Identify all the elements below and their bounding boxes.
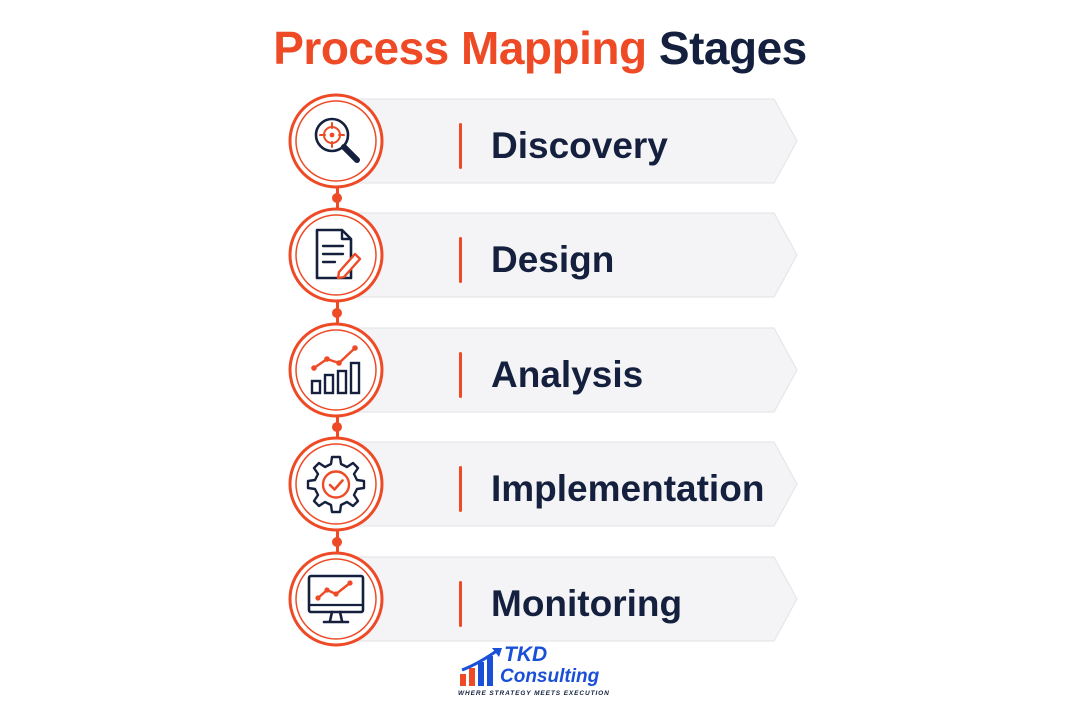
stage-label: Monitoring xyxy=(491,583,683,624)
stage-implementation: Implementation xyxy=(286,435,801,533)
stage-label: Design xyxy=(491,239,615,280)
monitor-chart-icon xyxy=(287,550,385,648)
stage-card: Design xyxy=(334,212,799,298)
stage-label: Implementation xyxy=(491,468,765,509)
logo-name: TKD Consulting xyxy=(500,643,599,688)
connector-dot xyxy=(332,308,342,318)
stage-analysis: Analysis xyxy=(286,321,801,419)
magnifier-target-icon xyxy=(287,92,385,190)
logo-name-line2: Consulting xyxy=(500,666,600,687)
company-logo: TKD Consulting WHERE STRATEGY MEETS EXEC… xyxy=(458,643,618,704)
stage-divider xyxy=(459,123,462,169)
document-pencil-icon xyxy=(287,206,385,304)
logo-tagline: WHERE STRATEGY MEETS EXECUTION xyxy=(458,690,610,697)
bar-chart-trend-icon xyxy=(287,321,385,419)
stage-design: Design xyxy=(286,206,801,304)
stage-card: Implementation xyxy=(334,441,799,527)
stage-card: Discovery xyxy=(334,98,799,184)
page-title: Process Mapping Stages xyxy=(0,20,1080,76)
stage-discovery: Discovery xyxy=(286,92,801,190)
stage-label: Analysis xyxy=(491,354,644,395)
stage-card: Analysis xyxy=(334,327,799,413)
logo-mark-icon xyxy=(460,648,502,686)
stage-card: Monitoring xyxy=(334,556,799,642)
stage-divider xyxy=(459,466,462,512)
connector-dot xyxy=(332,537,342,547)
stage-divider xyxy=(459,237,462,283)
title-accent: Process Mapping xyxy=(273,22,647,74)
connector-dot xyxy=(332,193,342,203)
connector-dot xyxy=(332,422,342,432)
stage-divider xyxy=(459,581,462,627)
gear-check-icon xyxy=(287,435,385,533)
logo-name-line1: TKD xyxy=(504,643,548,666)
stage-monitoring: Monitoring xyxy=(286,550,801,648)
title-dark: Stages xyxy=(658,22,807,74)
stage-divider xyxy=(459,352,462,398)
stage-label: Discovery xyxy=(491,125,668,166)
